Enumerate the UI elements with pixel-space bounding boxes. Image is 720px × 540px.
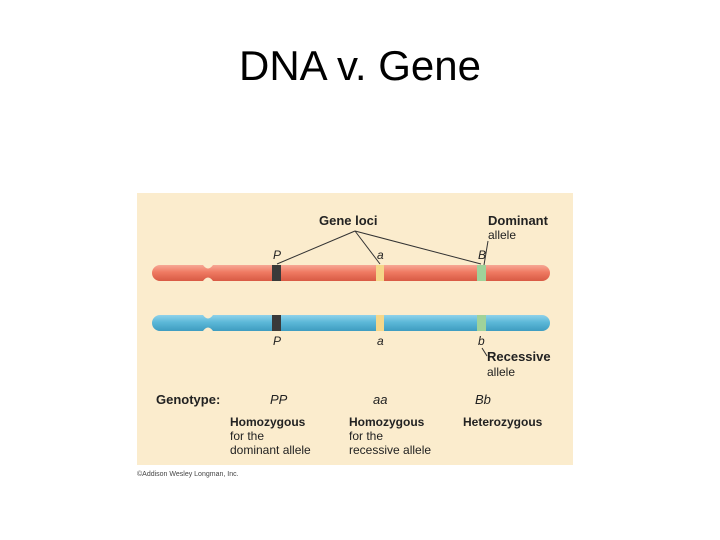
diagram-panel: Gene loci Dominant allele P a B P a b Re… xyxy=(137,193,573,465)
dominant-allele-pointer-line xyxy=(483,240,489,266)
dominant-allele-label-line1: Dominant xyxy=(488,213,548,228)
bottom-allele-p: P xyxy=(273,334,282,348)
genotype-pp-line1: Homozygous xyxy=(230,415,306,429)
locus-p-top xyxy=(272,265,281,281)
genotype-pp-line2: for the xyxy=(230,429,265,443)
genotype-aa-line3: recessive allele xyxy=(349,443,432,457)
recessive-allele-label-line2: allele xyxy=(487,365,516,379)
top-allele-a: a xyxy=(377,248,384,262)
genotype-pp-line3: dominant allele xyxy=(230,443,311,457)
locus-a-bottom xyxy=(376,315,384,331)
top-chromosome xyxy=(152,265,550,281)
locus-p-bottom xyxy=(272,315,281,331)
genotype-pp-symbol: PP xyxy=(270,392,288,407)
genotype-aa-symbol: aa xyxy=(373,392,388,407)
bottom-allele-a: a xyxy=(377,334,384,348)
recessive-allele-pointer-line xyxy=(481,347,488,357)
genotype-aa-line2: for the xyxy=(349,429,384,443)
recessive-allele-label-line1: Recessive xyxy=(487,349,551,364)
bottom-allele-b: b xyxy=(478,334,485,348)
gene-loci-label: Gene loci xyxy=(319,213,378,228)
copyright-notice: ©Addison Wesley Longman, Inc. xyxy=(137,471,239,478)
genotype-label: Genotype: xyxy=(156,392,221,407)
gene-loci-pointer-lines xyxy=(276,230,482,265)
bottom-chromosome xyxy=(152,315,550,331)
genotype-bb-symbol: Bb xyxy=(475,392,491,407)
slide-title: DNA v. Gene xyxy=(239,42,481,89)
genotype-bb-line1: Heterozygous xyxy=(463,415,543,429)
dominant-allele-label-line2: allele xyxy=(488,228,517,242)
locus-a-top xyxy=(376,265,384,281)
chromosome-diagram xyxy=(152,230,550,357)
genotype-aa-line1: Homozygous xyxy=(349,415,425,429)
top-allele-b: B xyxy=(478,248,487,262)
locus-b-top xyxy=(477,265,486,281)
top-allele-p: P xyxy=(273,248,282,262)
locus-b-bottom xyxy=(477,315,486,331)
